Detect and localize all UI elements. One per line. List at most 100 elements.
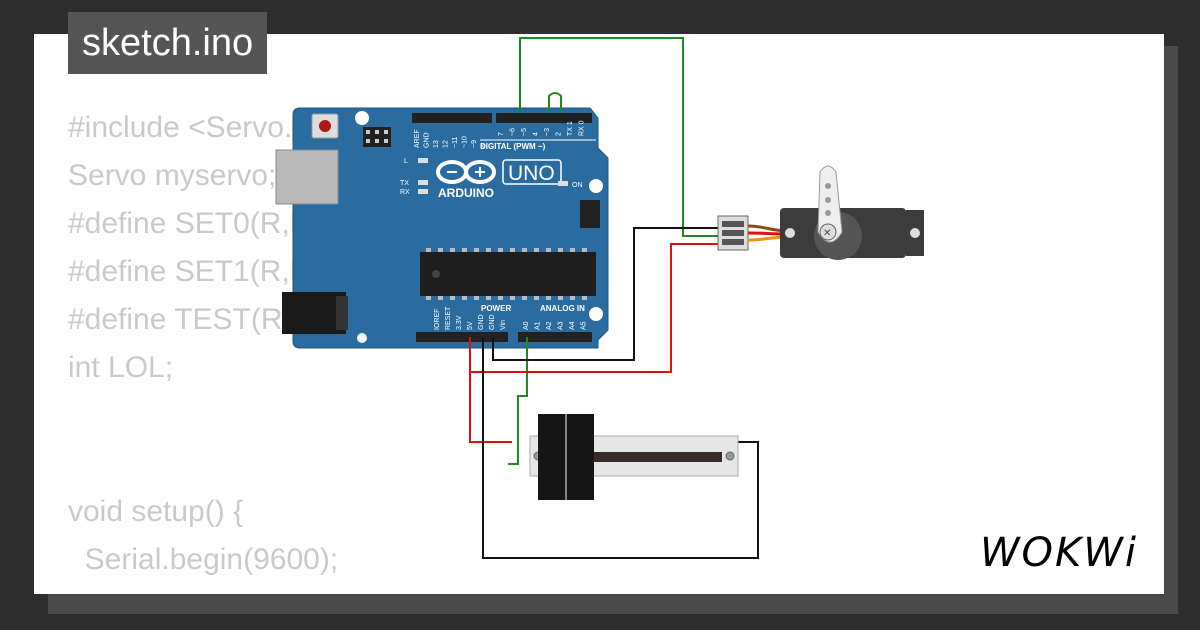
- mount-hole: [357, 333, 367, 343]
- wire-pot-signal[interactable]: [508, 337, 528, 465]
- pin-label: A4: [569, 321, 576, 330]
- chip-pin: [426, 296, 431, 300]
- digital-header-left: [412, 113, 492, 123]
- pin-label: A3: [558, 321, 565, 330]
- code-line: Serial.begin(9600);: [68, 543, 339, 576]
- chip-pin: [546, 248, 551, 252]
- arduino-model: UNO: [508, 162, 555, 185]
- digital-header-right: [496, 113, 592, 123]
- pin-label: 13: [433, 140, 440, 148]
- svg-text:✕: ✕: [823, 228, 831, 239]
- chip-pin: [558, 296, 563, 300]
- pin-label: A5: [581, 321, 588, 330]
- pin-label: ~6: [510, 128, 517, 136]
- pin-label: ~11: [452, 137, 459, 148]
- wire-jumper[interactable]: [548, 92, 562, 113]
- wokwi-logo-text: WOKWi: [980, 530, 1138, 576]
- pin-label: ~5: [521, 128, 528, 136]
- led-tx-label: TX: [400, 180, 409, 187]
- analog-header: [518, 332, 592, 342]
- mount-hole: [589, 179, 603, 193]
- chip-pin: [534, 296, 539, 300]
- pin-label: IOREF: [434, 309, 441, 330]
- chip-pin: [582, 248, 587, 252]
- code-line: Servo myservo;: [68, 159, 277, 192]
- chip-pin: [570, 296, 575, 300]
- chip-pin: [450, 296, 455, 300]
- pin-label: RX 0: [579, 120, 586, 136]
- pin-label: 7: [498, 132, 505, 136]
- icsp-header-2: [580, 200, 600, 228]
- chip-pin: [582, 296, 587, 300]
- pin-label: GND: [478, 314, 485, 330]
- chip-pin: [462, 296, 467, 300]
- chip-pin: [510, 248, 515, 252]
- wire-pot-5v[interactable]: [469, 372, 512, 443]
- arduino-logo: [436, 160, 496, 184]
- pin-label: Vin: [500, 320, 507, 330]
- wire-pot-gnd[interactable]: [482, 337, 759, 559]
- chip-pin: [426, 248, 431, 252]
- chip-pin: [486, 296, 491, 300]
- pin-label: 4: [533, 132, 540, 136]
- chip-pin: [462, 248, 467, 252]
- code-line: int LOL;: [68, 351, 174, 384]
- servo-motor[interactable]: ✕: [717, 165, 924, 260]
- chip-pin: [498, 296, 503, 300]
- led-on: [558, 181, 568, 186]
- pin-label: 3.3V: [456, 315, 463, 330]
- led-tx: [418, 180, 428, 185]
- pin-label: 12: [443, 140, 450, 148]
- chip-pin: [570, 248, 575, 252]
- chip-pin: [450, 248, 455, 252]
- chip-pin: [522, 248, 527, 252]
- chip-pin: [546, 296, 551, 300]
- led-rx: [418, 189, 428, 194]
- analog-label: ANALOG IN: [540, 304, 585, 313]
- chip-pin: [522, 296, 527, 300]
- pin-label: GND: [424, 132, 431, 148]
- power-label: POWER: [481, 304, 511, 313]
- pin-label: GND: [489, 314, 496, 330]
- pin-label: AREF: [414, 129, 421, 148]
- chip-pin: [474, 296, 479, 300]
- wire-servo-5v[interactable]: [469, 243, 720, 373]
- wokwi-logo-svg: WOKWi: [980, 530, 1138, 576]
- pin-label: A0: [523, 321, 530, 330]
- code-line: void setup() {: [68, 495, 244, 528]
- pin-label: RESET: [445, 306, 452, 330]
- wire-servo-signal[interactable]: [519, 37, 720, 237]
- mount-hole: [355, 111, 369, 125]
- power-header: [416, 332, 508, 342]
- chip-pin: [474, 248, 479, 252]
- slide-potentiometer[interactable]: [529, 414, 739, 500]
- pin-label: A2: [546, 321, 553, 330]
- arduino-brand: ARDUINO: [438, 186, 494, 200]
- pin-label: A1: [535, 321, 542, 330]
- pin-label: ~9: [471, 140, 478, 148]
- pin-label: 2: [556, 132, 563, 136]
- chip-pin: [498, 248, 503, 252]
- led-l: [418, 158, 428, 163]
- led-l-label: L: [404, 158, 408, 165]
- led-rx-label: RX: [400, 189, 410, 196]
- wire-servo-gnd[interactable]: [492, 227, 720, 361]
- wokwi-logo[interactable]: WOKWi: [978, 526, 1150, 581]
- chip-pin: [438, 248, 443, 252]
- usb-port: [275, 149, 339, 205]
- chip-pin: [486, 248, 491, 252]
- pin-label: TX 1: [567, 121, 574, 136]
- chip-pin: [438, 296, 443, 300]
- pin-label: ~3: [544, 128, 551, 136]
- chip-pin: [510, 296, 515, 300]
- pin-label: ~10: [462, 136, 469, 148]
- file-tab[interactable]: sketch.ino: [68, 12, 268, 74]
- atmega-chip: [420, 252, 596, 296]
- pin-label: 5V: [467, 321, 474, 330]
- pin-label: 8: [481, 144, 488, 148]
- power-jack: [282, 292, 346, 334]
- chip-pin: [534, 248, 539, 252]
- led-on-label: ON: [572, 182, 583, 189]
